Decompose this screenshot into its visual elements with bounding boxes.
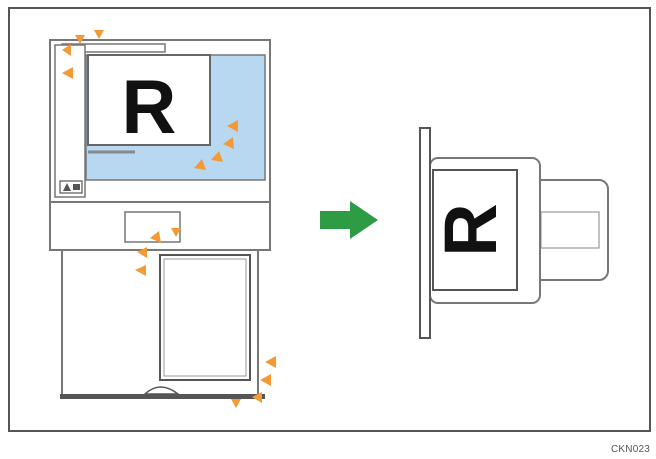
tray-side-view: R: [419, 127, 609, 339]
marker: [260, 374, 271, 386]
device-base: [60, 394, 265, 399]
marker: [252, 392, 262, 403]
marker: [62, 44, 71, 56]
device-front-view: R: [49, 30, 276, 408]
marker: [135, 265, 146, 276]
marker: [227, 120, 238, 132]
direction-arrow: [320, 201, 378, 239]
marker: [171, 228, 181, 237]
orange-markers-left: [62, 30, 276, 408]
marker: [62, 67, 73, 79]
sheet-letter: R: [429, 203, 512, 256]
original-document: [87, 54, 211, 146]
document-letter: R: [122, 65, 177, 150]
bypass-tray-inner: [163, 258, 247, 377]
marker: [211, 151, 223, 162]
sheet-paper: [432, 169, 518, 291]
device-foot: [143, 386, 181, 395]
small-indicator-mark: [63, 183, 80, 191]
marker: [94, 30, 104, 39]
marker: [194, 159, 206, 170]
marker: [231, 399, 241, 408]
tray-extension-inner: [540, 211, 600, 249]
figure-code: CKN023: [611, 444, 650, 455]
marker: [223, 137, 234, 149]
marker: [265, 356, 276, 368]
device-left-panel: [54, 44, 86, 198]
marker: [75, 35, 85, 44]
tray-side-plate: [419, 127, 431, 339]
marker: [137, 247, 147, 258]
marker: [150, 231, 161, 243]
